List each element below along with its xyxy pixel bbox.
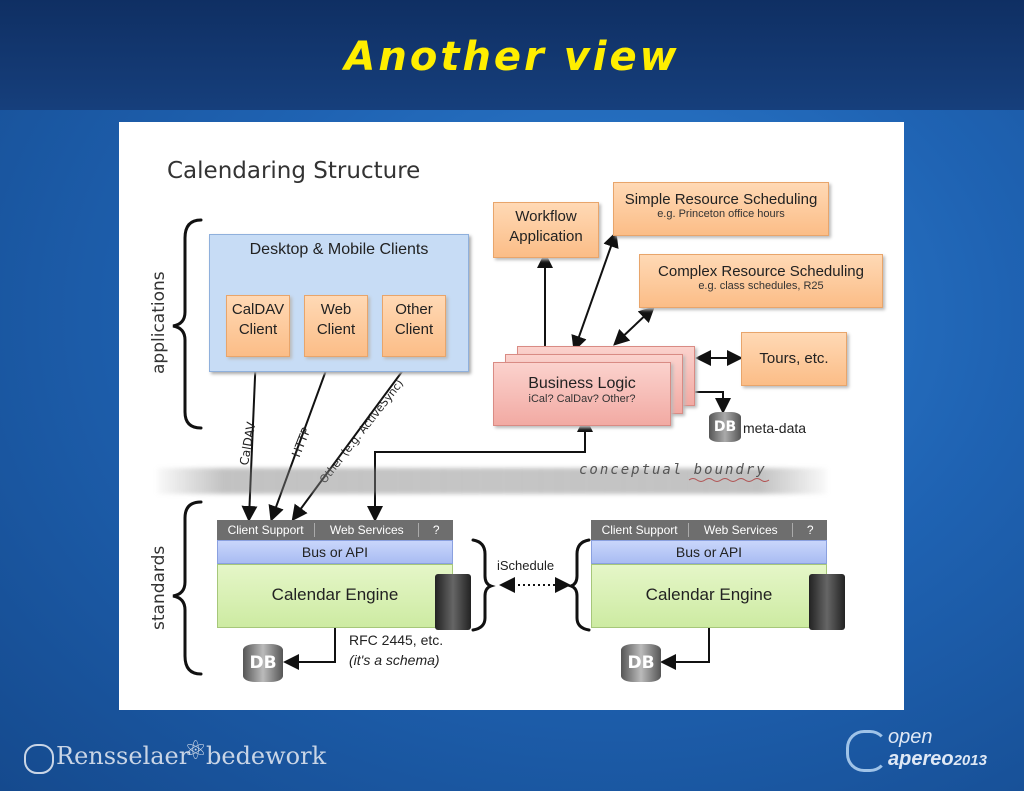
rensselaer-seal-icon [24, 744, 54, 774]
engine-left-web-services: Web Services [315, 523, 420, 537]
clients-group: Desktop & Mobile Clients CalDAV Client W… [209, 234, 469, 372]
server-icon-right [809, 574, 845, 630]
web-client: Web Client [304, 295, 368, 357]
db-icon-left: DB [243, 644, 283, 682]
caldav-client-line1: CalDAV [231, 301, 285, 318]
engine-right-client-support: Client Support [591, 523, 690, 537]
caldav-client: CalDAV Client [226, 295, 290, 357]
engine-right-bus: Bus or API [591, 540, 827, 564]
clients-group-title: Desktop & Mobile Clients [249, 241, 429, 258]
server-icon-left [435, 574, 471, 630]
diagram-title: Calendaring Structure [167, 158, 421, 184]
conceptual-boundary-label: conceptual boundry [579, 462, 767, 478]
engine-left-bar: Client Support Web Services ? [217, 520, 453, 540]
meta-db-icon: DB [709, 412, 741, 442]
apereo-year: 2013 [953, 752, 987, 769]
engine-left-core: Calendar Engine [217, 564, 453, 628]
caldav-client-line2: Client [238, 321, 278, 338]
web-client-line2: Client [316, 321, 356, 338]
web-client-line1: Web [320, 301, 352, 318]
engine-left-bus: Bus or API [217, 540, 453, 564]
engine-right-web-services: Web Services [689, 523, 794, 537]
business-logic-sub: iCal? CalDav? Other? [528, 393, 636, 405]
engine-right: Client Support Web Services ? Bus or API… [591, 520, 827, 628]
bedework-figure-icon: ⚛ [184, 736, 208, 766]
complex-sched-sub: e.g. class schedules, R25 [698, 280, 824, 292]
other-client-line2: Client [394, 321, 434, 338]
rensselaer-logo: Rensselaer [56, 742, 191, 770]
simple-sched-sub: e.g. Princeton office hours [657, 208, 785, 220]
apereo-word: apereo [888, 748, 954, 770]
title-band [0, 0, 1024, 110]
diagram-panel: Calendaring Structure applications stand… [119, 122, 904, 710]
ischedule-label: iSchedule [497, 558, 555, 573]
workflow-line2: Application [509, 228, 583, 245]
complex-sched-title: Complex Resource Scheduling [658, 263, 864, 280]
bedework-logo: bedework [206, 742, 327, 770]
workflow-application: Workflow Application [493, 202, 599, 258]
apereo-logo-text: apereo2013 [888, 748, 987, 771]
engine-right-core: Calendar Engine [591, 564, 827, 628]
business-logic: Business Logic iCal? CalDav? Other? [493, 362, 671, 426]
engine-left-client-support: Client Support [217, 523, 316, 537]
other-client: Other Client [382, 295, 446, 357]
db-icon-right: DB [621, 644, 661, 682]
conceptual-boundary-band [157, 468, 827, 494]
business-logic-title: Business Logic [528, 375, 636, 392]
complex-resource-scheduling: Complex Resource Scheduling e.g. class s… [639, 254, 883, 308]
applications-label: applications [149, 271, 169, 374]
rfc-line1: RFC 2445, etc. [349, 632, 444, 648]
rfc-line2: (it's a schema) [349, 652, 440, 668]
simple-resource-scheduling: Simple Resource Scheduling e.g. Princeto… [613, 182, 829, 236]
standards-label: standards [149, 545, 169, 630]
workflow-line1: Workflow [515, 208, 577, 225]
engine-left: Client Support Web Services ? Bus or API… [217, 520, 453, 628]
other-client-line1: Other [395, 301, 433, 318]
tours-box: Tours, etc. [741, 332, 847, 386]
engine-right-unknown: ? [806, 523, 814, 537]
open-logo-text: open [888, 726, 933, 748]
engine-left-unknown: ? [432, 523, 440, 537]
slide-title: Another view [344, 34, 680, 80]
engine-right-bar: Client Support Web Services ? [591, 520, 827, 540]
meta-data-label: meta-data [743, 420, 807, 436]
apereo-swirl-icon [846, 730, 888, 772]
simple-sched-title: Simple Resource Scheduling [624, 191, 818, 208]
